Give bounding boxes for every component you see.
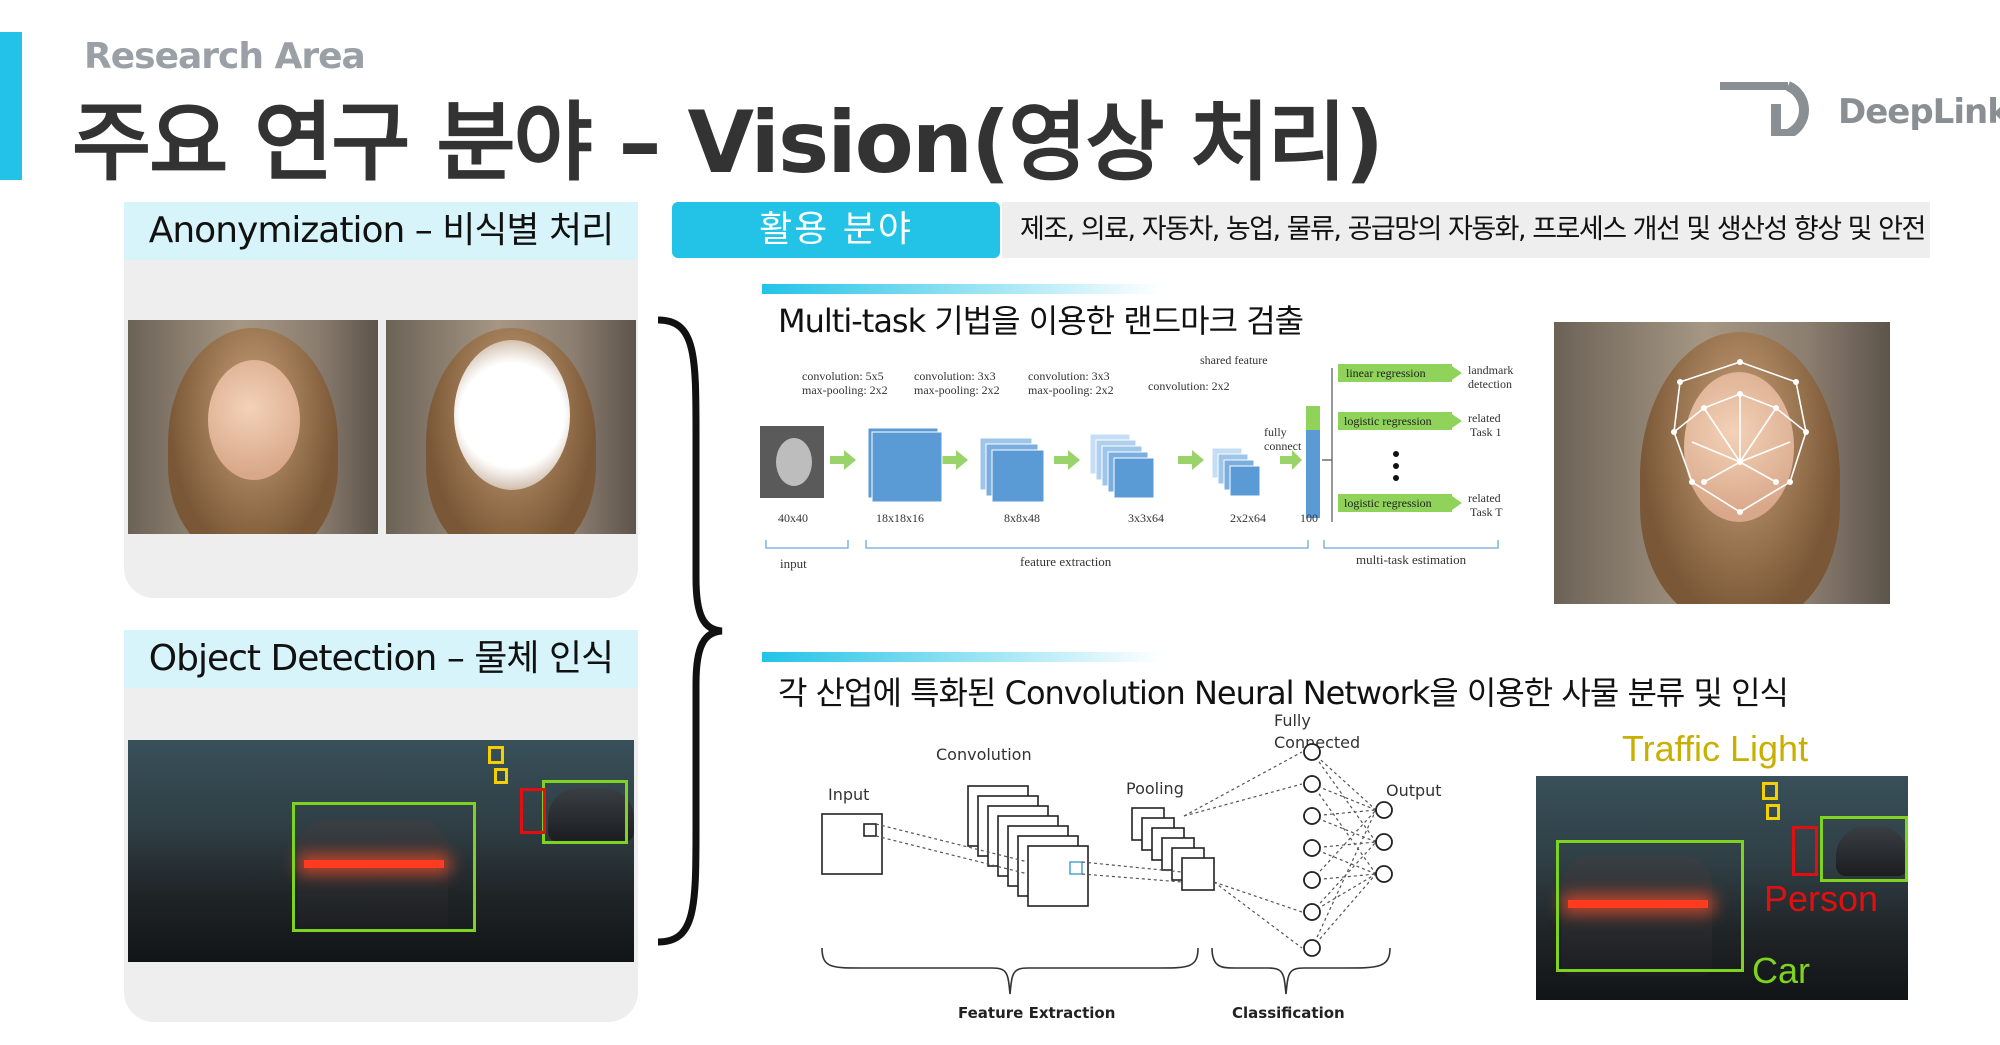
curly-brace-icon xyxy=(657,316,723,946)
person-label: Person xyxy=(1764,878,1879,919)
usage-text: 제조, 의료, 자동차, 농업, 물류, 공급망의 자동화, 프로세스 개선 및… xyxy=(1002,202,1930,258)
face-photo-anonymized xyxy=(386,320,636,534)
detection-result-photo: Person Car xyxy=(1536,776,1908,1000)
street-photo xyxy=(128,740,634,962)
section1-bar xyxy=(762,284,1162,294)
dim-5: 2x2x64 xyxy=(1230,511,1266,525)
fully2-label: connect xyxy=(1264,439,1302,453)
task-label-2b: Task 1 xyxy=(1470,425,1502,439)
traffic-bbox-1 xyxy=(488,746,504,764)
detection-panel: Object Detection – 물체 인식 xyxy=(124,630,638,1022)
face-landmark-photo xyxy=(1554,322,1890,604)
result-person-bbox xyxy=(1792,826,1818,876)
deeplink-logo: DeepLink xyxy=(1718,78,2000,139)
face-photo-original xyxy=(128,320,378,534)
conv2-label: convolution: 3x3 xyxy=(914,369,996,383)
detection-title: Object Detection – 물체 인식 xyxy=(124,630,638,688)
logo-text: DeepLink xyxy=(1838,92,2000,132)
traffic-bbox-2 xyxy=(494,768,508,784)
cnn-output-label: Output xyxy=(1386,781,1442,800)
task-box-3: logistic regression xyxy=(1344,496,1432,510)
task-label-2a: related xyxy=(1468,411,1501,425)
cnn-classification-label: Classification xyxy=(1232,1004,1345,1022)
dim-3: 8x8x48 xyxy=(1004,511,1040,525)
result-traffic-bbox-1 xyxy=(1762,782,1778,800)
traffic-light-label: Traffic Light xyxy=(1622,728,1809,769)
section2-bar xyxy=(762,652,1162,662)
cnn-pooling-label: Pooling xyxy=(1126,779,1184,798)
car2-bbox xyxy=(542,780,628,844)
mte-label: multi-task estimation xyxy=(1356,552,1467,567)
car-label: Car xyxy=(1752,950,1811,991)
eyebrow-label: Research Area xyxy=(84,36,366,77)
fully1-label: fully xyxy=(1264,425,1287,439)
task-label-3b: Task T xyxy=(1470,505,1503,519)
task-label-1b: detection xyxy=(1468,377,1512,391)
cnn-convolution-label: Convolution xyxy=(936,745,1032,764)
usage-tag: 활용 분야 xyxy=(672,202,1000,258)
task-box-2: logistic regression xyxy=(1344,414,1432,428)
task-box-1: linear regression xyxy=(1346,366,1426,380)
cnn-feature-extraction-label: Feature Extraction xyxy=(958,1004,1115,1022)
section1-heading: Multi-task 기법을 이용한 랜드마크 검출 xyxy=(778,302,1304,340)
anonymization-panel: Anonymization – 비식별 처리 xyxy=(124,202,638,598)
dim-6: 100 xyxy=(1300,511,1318,525)
cnn-fully1-label: Fully xyxy=(1274,712,1311,730)
input-label: input xyxy=(780,556,807,571)
dim-4: 3x3x64 xyxy=(1128,511,1164,525)
conv3-label: convolution: 3x3 xyxy=(1028,369,1110,383)
pool1-label: max-pooling: 2x2 xyxy=(802,383,888,397)
result-car2-bbox xyxy=(1820,816,1908,882)
pool2-label: max-pooling: 2x2 xyxy=(914,383,1000,397)
logo-mark-icon xyxy=(1720,81,1809,139)
dim-1: 40x40 xyxy=(778,511,808,525)
task-label-1a: landmark xyxy=(1468,363,1513,377)
cnn-input-label: Input xyxy=(828,785,869,804)
landmark-mesh-icon xyxy=(1671,359,1809,515)
result-traffic-bbox-2 xyxy=(1766,804,1780,820)
person-bbox xyxy=(520,788,546,834)
car-bbox xyxy=(292,802,476,932)
section2-heading: 각 산업에 특화된 Convolution Neural Network을 이용… xyxy=(778,674,1789,712)
result-car-bbox xyxy=(1556,840,1744,972)
cnn-fully2-label: Connected xyxy=(1274,733,1360,752)
conv4-label: convolution: 2x2 xyxy=(1148,379,1230,393)
anonymization-title: Anonymization – 비식별 처리 xyxy=(124,202,638,260)
multitask-diagram: convolution: 5x5 max-pooling: 2x2 convol… xyxy=(760,353,1513,571)
dim-2: 18x18x16 xyxy=(876,511,924,525)
page-title: 주요 연구 분야 – Vision(영상 처리) xyxy=(72,93,1384,193)
cnn-diagram: Input Convolution Pooling Fully Connecte… xyxy=(821,712,1442,1022)
conv1-label: convolution: 5x5 xyxy=(802,369,884,383)
feature-extraction-label: feature extraction xyxy=(1020,554,1112,569)
task-label-3a: related xyxy=(1468,491,1501,505)
accent-bar xyxy=(0,32,22,180)
shared-label: shared feature xyxy=(1200,353,1268,367)
pool3-label: max-pooling: 2x2 xyxy=(1028,383,1114,397)
